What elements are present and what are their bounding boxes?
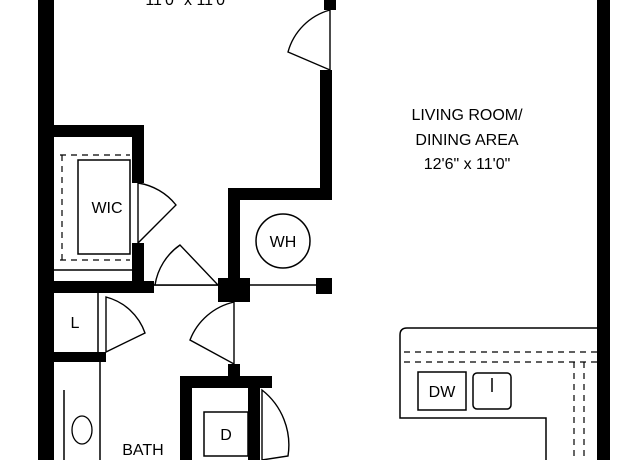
linen-label: L	[71, 315, 80, 332]
wh-wall-left	[228, 188, 240, 300]
wall-junction	[218, 278, 250, 302]
wh-wall-top	[228, 188, 332, 200]
bedroom-wall-top-stub	[324, 0, 336, 10]
dishwasher-label: DW	[429, 384, 457, 401]
kitchen-counter	[399, 327, 597, 460]
water-heater-label: WH	[270, 234, 297, 251]
bedroom-door[interactable]	[287, 9, 331, 72]
wic-wall-right-upper	[132, 125, 144, 183]
top-room-dimensions: 11'0" x 11'0"	[145, 0, 230, 9]
bath-label: BATH	[122, 442, 163, 459]
dryer-wall-right	[248, 376, 260, 460]
living-room-label-line2: DINING AREA	[415, 132, 518, 149]
dryer-label: D	[220, 427, 232, 444]
wic-door[interactable]	[137, 182, 177, 245]
wh-wall-right-stub	[316, 278, 332, 294]
dryer-door[interactable]	[261, 388, 290, 460]
living-room-dimensions: 12'6" x 11'0"	[424, 156, 511, 173]
corridor-wall	[54, 281, 154, 293]
outer-wall-left	[38, 0, 54, 460]
sink	[472, 372, 512, 410]
wic-rod	[77, 159, 131, 255]
water-heater-circle	[255, 213, 311, 269]
outer-wall-right	[597, 0, 610, 460]
linen-door[interactable]	[105, 296, 146, 354]
dishwasher-box	[417, 371, 467, 411]
bedroom-wall-right	[320, 70, 332, 196]
dryer-box	[203, 411, 249, 457]
dryer-wall-left	[180, 376, 192, 460]
toilet-icon	[71, 415, 93, 445]
living-room-label-line1: LIVING ROOM/	[411, 107, 523, 124]
wic-wall-top	[54, 125, 144, 137]
hall-door[interactable]	[189, 301, 235, 366]
wic-label: WIC	[91, 200, 122, 217]
wic-wall-right-lower	[132, 243, 144, 287]
hall-closet-door[interactable]	[154, 244, 220, 286]
linen-wall-bottom	[54, 352, 106, 362]
